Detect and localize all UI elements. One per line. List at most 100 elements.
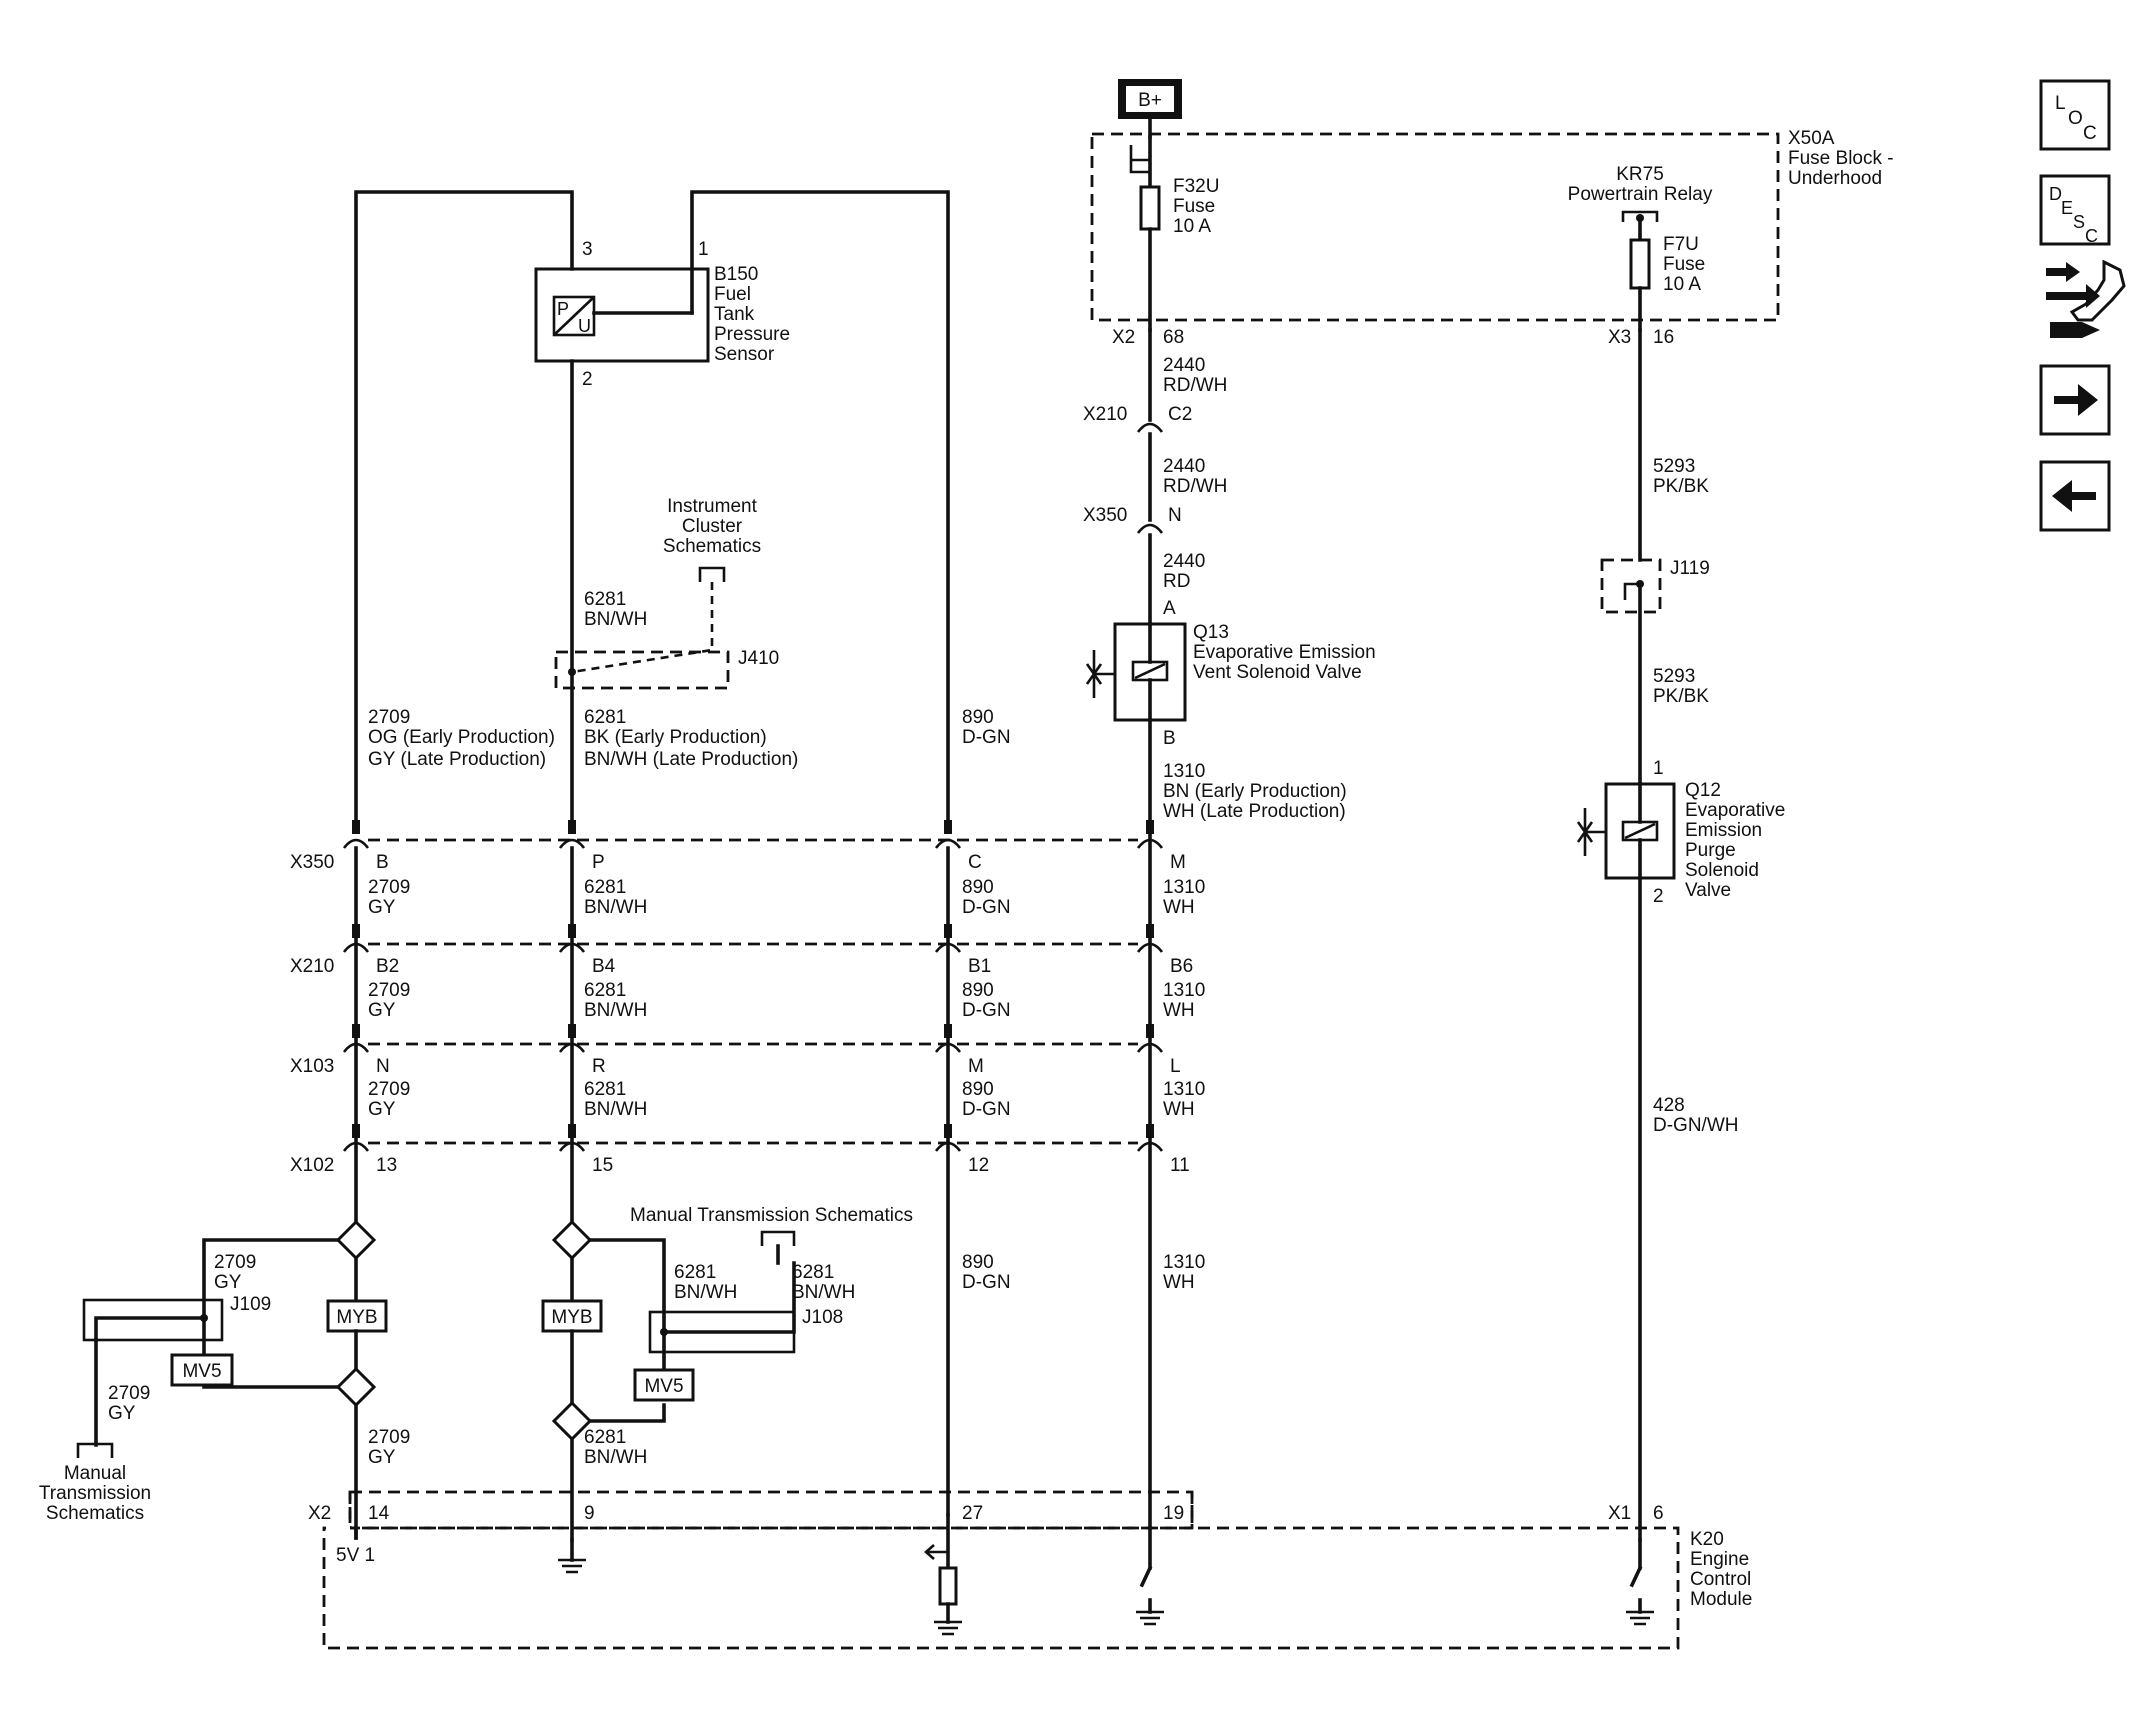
svg-text:BN/WH: BN/WH [584,1000,647,1021]
vent-solenoid-q13: A Q13 Evaporative Emission Vent Solenoid… [1085,598,1376,834]
connector-arcs [342,820,1164,1152]
svg-text:2709: 2709 [108,1383,150,1404]
svg-text:X2: X2 [308,1503,331,1524]
svg-text:D-GN: D-GN [962,897,1011,918]
fuel-tank-pressure-sensor: P U 3 1 2 B150 Fuel Tank Pressure Sensor [534,239,790,390]
svg-text:MV5: MV5 [182,1361,221,1382]
column-wires [354,830,1152,1570]
svg-text:B150: B150 [714,264,758,285]
svg-text:MYB: MYB [336,1307,377,1328]
svg-text:N: N [1168,505,1182,526]
svg-text:2709: 2709 [368,1079,410,1100]
svg-text:Fuse: Fuse [1663,254,1705,275]
back-arrow-button[interactable] [2039,460,2111,532]
purge-solenoid-q12: 1 Q12 Evaporative Emission Purge Solenoi… [1576,758,1785,1542]
svg-text:X210: X210 [290,956,334,977]
svg-text:6: 6 [1653,1503,1664,1524]
svg-text:C: C [2085,226,2098,246]
svg-text:B6: B6 [1170,956,1193,977]
svg-text:Control: Control [1690,1569,1751,1590]
svg-text:GY: GY [108,1403,136,1424]
arrow-right-icon [2054,384,2098,416]
svg-text:6281: 6281 [584,980,626,1001]
svg-text:Purge: Purge [1685,840,1736,861]
svg-text:6281: 6281 [674,1262,716,1283]
svg-text:2440: 2440 [1163,456,1205,477]
location-button[interactable]: L O C [2039,79,2111,151]
svg-text:2709: 2709 [368,1427,410,1448]
svg-text:B4: B4 [592,956,616,977]
fuse-block-underhood: X50A Fuse Block - Underhood [1090,128,1894,322]
svg-text:M: M [1170,852,1186,873]
svg-text:D-GN/WH: D-GN/WH [1653,1115,1738,1136]
svg-text:WH: WH [1163,897,1195,918]
svg-text:10 A: 10 A [1173,216,1211,237]
svg-text:OG (Early Production): OG (Early Production) [368,727,555,748]
pin-68: 68 [1163,327,1184,348]
instrument-cluster-ref: Instrument Cluster Schematics J410 [554,496,779,690]
svg-text:A: A [1163,598,1176,619]
connector-rows [368,838,1138,1145]
svg-text:9: 9 [584,1503,595,1524]
svg-text:1310: 1310 [1163,877,1205,898]
next-arrow-button[interactable] [2039,364,2111,436]
svg-text:RD/WH: RD/WH [1163,476,1227,497]
svg-text:Evaporative: Evaporative [1685,800,1785,821]
svg-text:BN/WH (Late Production): BN/WH (Late Production) [584,749,798,770]
svg-text:890: 890 [962,980,994,1001]
svg-text:890: 890 [962,707,994,728]
svg-text:L: L [2055,93,2066,114]
svg-text:BN (Early Production): BN (Early Production) [1163,781,1347,802]
svg-text:X1: X1 [1608,1503,1631,1524]
wire-2709-top [354,190,574,834]
svg-text:RD: RD [1163,571,1190,592]
svg-text:Valve: Valve [1685,880,1731,901]
svg-text:Emission: Emission [1685,820,1762,841]
powertrain-relay-kr75: KR75 Powertrain Relay [1568,164,1713,242]
svg-text:Schematics: Schematics [46,1503,144,1524]
svg-text:GY: GY [368,897,396,918]
svg-text:B+: B+ [1138,90,1162,111]
svg-text:C: C [2083,123,2097,144]
wire-label: BN/WH [584,609,647,630]
svg-text:B: B [1163,728,1176,749]
svg-text:MV5: MV5 [644,1376,683,1397]
wire-5293-column: 5293 PK/BK J119 5293 PK/BK [1600,328,1710,786]
svg-text:2: 2 [1653,886,1664,907]
svg-text:1310: 1310 [1163,980,1205,1001]
svg-text:3: 3 [582,239,593,260]
svg-text:PK/BK: PK/BK [1653,686,1709,707]
svg-text:GY: GY [368,1099,396,1120]
svg-text:X102: X102 [290,1155,334,1176]
description-button[interactable]: D E S C [2039,174,2111,246]
svg-text:5293: 5293 [1653,666,1695,687]
svg-text:X50A: X50A [1788,128,1835,149]
svg-text:MYB: MYB [551,1307,592,1328]
svg-text:X210: X210 [1083,404,1127,425]
svg-text:D: D [2049,184,2062,204]
svg-text:Manual Transmission Schematics: Manual Transmission Schematics [630,1205,913,1226]
svg-text:12: 12 [968,1155,989,1176]
svg-text:BN/WH: BN/WH [584,897,647,918]
svg-text:Pressure: Pressure [714,324,790,345]
svg-text:N: N [376,1056,390,1077]
svg-text:Underhood: Underhood [1788,168,1882,189]
svg-text:10 A: 10 A [1663,274,1701,295]
connector-tool-icon[interactable] [2046,259,2126,338]
svg-text:GY: GY [368,1000,396,1021]
svg-text:Vent Solenoid Valve: Vent Solenoid Valve [1193,662,1362,683]
svg-text:Evaporative Emission: Evaporative Emission [1193,642,1376,663]
svg-text:1: 1 [698,239,709,260]
svg-text:2440: 2440 [1163,355,1205,376]
svg-text:J410: J410 [738,648,779,669]
svg-text:6281: 6281 [792,1262,834,1283]
svg-text:Cluster: Cluster [682,516,743,537]
svg-text:2709: 2709 [214,1252,256,1273]
svg-text:Fuse Block -: Fuse Block - [1788,148,1894,169]
svg-text:C: C [968,852,982,873]
svg-text:J119: J119 [1670,558,1710,579]
svg-text:890: 890 [962,1252,994,1273]
lower-wire-labels: 890 D-GN 1310 WH [962,1252,1205,1293]
svg-text:1310: 1310 [1163,1079,1205,1100]
svg-text:D-GN: D-GN [962,1099,1011,1120]
